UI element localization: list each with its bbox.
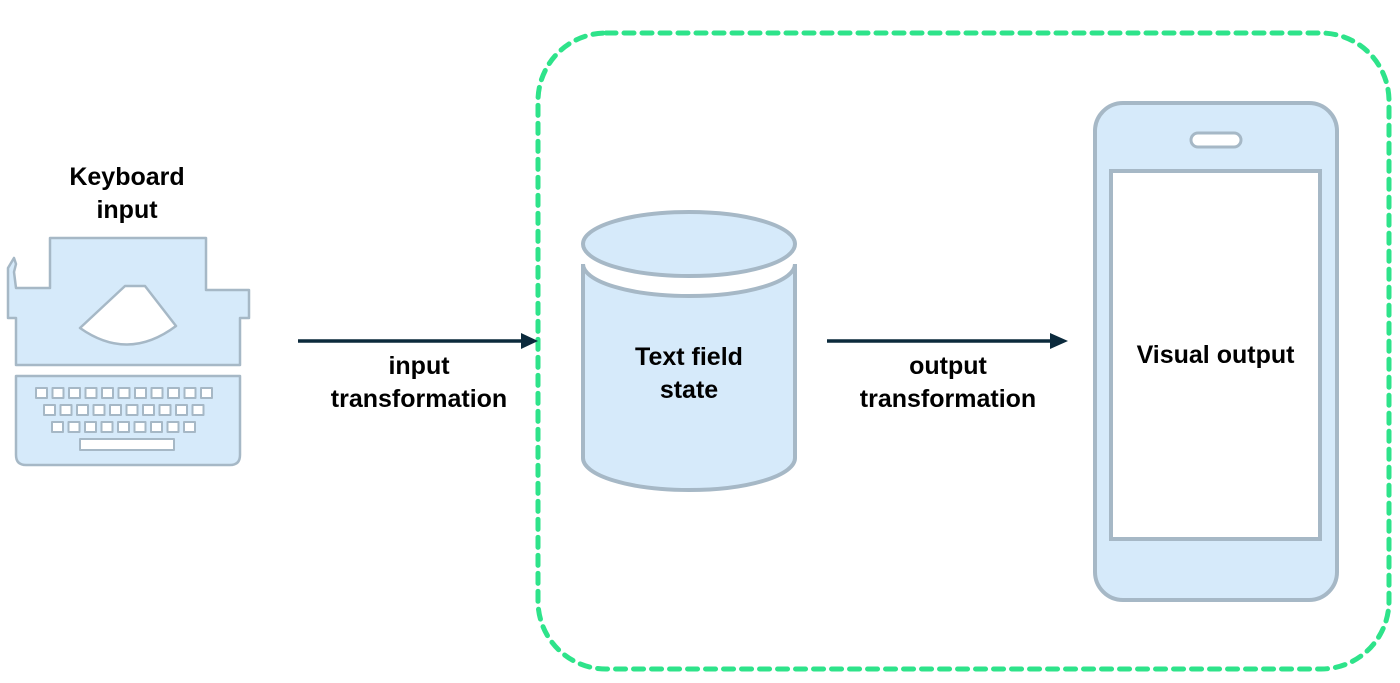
input-transformation-line1: input (388, 352, 450, 380)
typewriter-key (68, 387, 81, 399)
typewriter-key (150, 387, 164, 399)
typewriter-key (84, 387, 98, 399)
input-transformation-line2: transformation (330, 385, 508, 413)
input-transformation-label: input transformation (309, 350, 529, 416)
typewriter-key (166, 421, 180, 433)
typewriter-key (67, 421, 81, 433)
visual-output-text: Visual output (1136, 341, 1295, 369)
typewriter-key (183, 421, 196, 433)
keyboard-label-line1: Keyboard (69, 163, 185, 191)
typewriter-key (133, 421, 147, 433)
typewriter-key (92, 404, 106, 416)
output-transformation-line2: transformation (859, 385, 1037, 413)
typewriter-key (35, 387, 48, 399)
typewriter-key (125, 404, 139, 416)
state-label-line2: state (659, 376, 719, 404)
typewriter-icon (6, 236, 251, 467)
output-transformation-line1: output (909, 352, 987, 380)
typewriter-key (101, 387, 114, 399)
output-transformation-label: output transformation (838, 350, 1058, 416)
output-transformation-arrow (827, 333, 1068, 349)
text-field-state-label: Text field state (589, 341, 789, 407)
typewriter-key (158, 404, 172, 416)
typewriter-key (150, 421, 163, 433)
typewriter-key (76, 404, 89, 416)
typewriter-key (142, 404, 155, 416)
input-transformation-arrow (298, 333, 538, 349)
text-field-boundary (535, 30, 1392, 672)
typewriter-key (100, 421, 114, 433)
database-cylinder-icon (581, 210, 797, 492)
typewriter-key (183, 387, 197, 399)
phone-icon (1093, 101, 1339, 602)
typewriter-key (51, 421, 64, 433)
typewriter-key (167, 387, 180, 399)
typewriter-key (59, 404, 73, 416)
typewriter-key (84, 421, 97, 433)
keyboard-label-line2: input (96, 196, 158, 224)
typewriter-key (117, 387, 131, 399)
visual-output-label: Visual output (1111, 339, 1320, 372)
state-label-line1: Text field (635, 343, 743, 371)
typewriter-key (191, 404, 205, 416)
typewriter-key (134, 387, 147, 399)
typewriter-key (43, 404, 56, 416)
typewriter-key (200, 387, 213, 399)
keyboard-input-label: Keyboard input (27, 161, 227, 227)
typewriter-key (51, 387, 65, 399)
typewriter-key (117, 421, 130, 433)
typewriter-key (109, 404, 122, 416)
typewriter-key (175, 404, 188, 416)
